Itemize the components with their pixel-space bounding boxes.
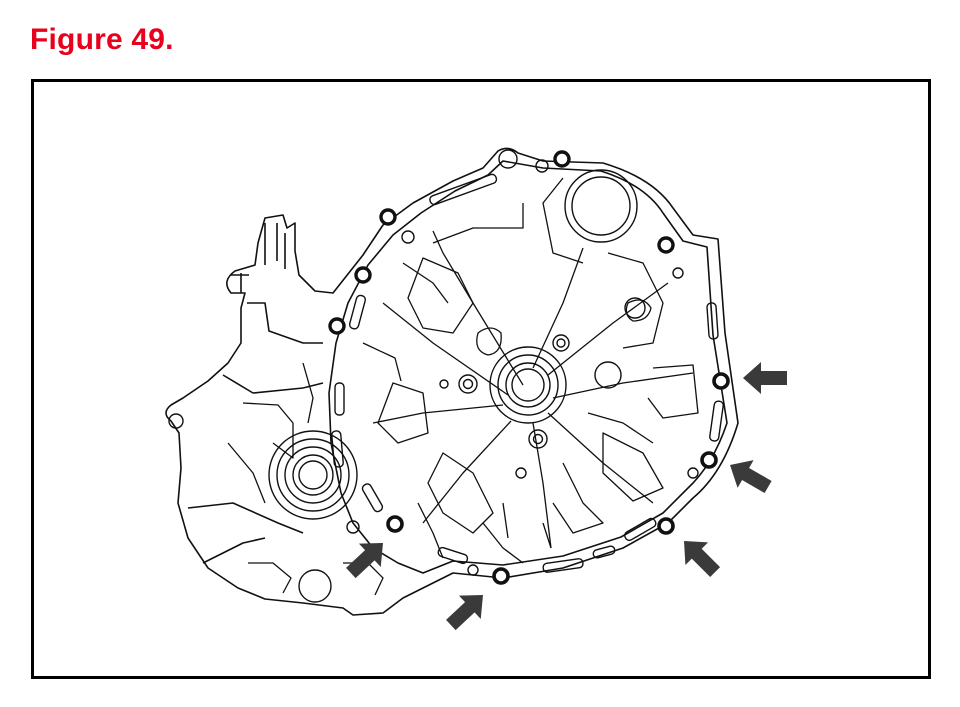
- bolt: [553, 150, 571, 168]
- arrow-bottom: [439, 583, 494, 637]
- figure-title: Figure 49.: [30, 23, 174, 56]
- bolt: [379, 208, 397, 226]
- case-bolts: [328, 150, 675, 335]
- case-outline: [165, 147, 739, 616]
- arrow-right-middle: [722, 451, 777, 501]
- indicated-bolt-right-upper: [712, 372, 730, 390]
- transmission-case-illustration: [165, 147, 787, 637]
- indicated-bolt-right-lower: [657, 517, 675, 535]
- bolt: [328, 317, 346, 335]
- indicated-bolt-bottom-left: [386, 515, 404, 533]
- arrow-right-upper: [743, 362, 787, 394]
- bolt: [657, 236, 675, 254]
- bearing-bores: [168, 149, 699, 603]
- indicated-bolt-bottom: [492, 567, 510, 585]
- bolt: [354, 266, 372, 284]
- arrow-right-lower: [672, 529, 727, 584]
- indicated-bolts: [386, 372, 730, 585]
- flange-slots: [331, 173, 724, 573]
- indicated-bolt-right-middle: [700, 451, 718, 469]
- figure-frame: [31, 79, 931, 679]
